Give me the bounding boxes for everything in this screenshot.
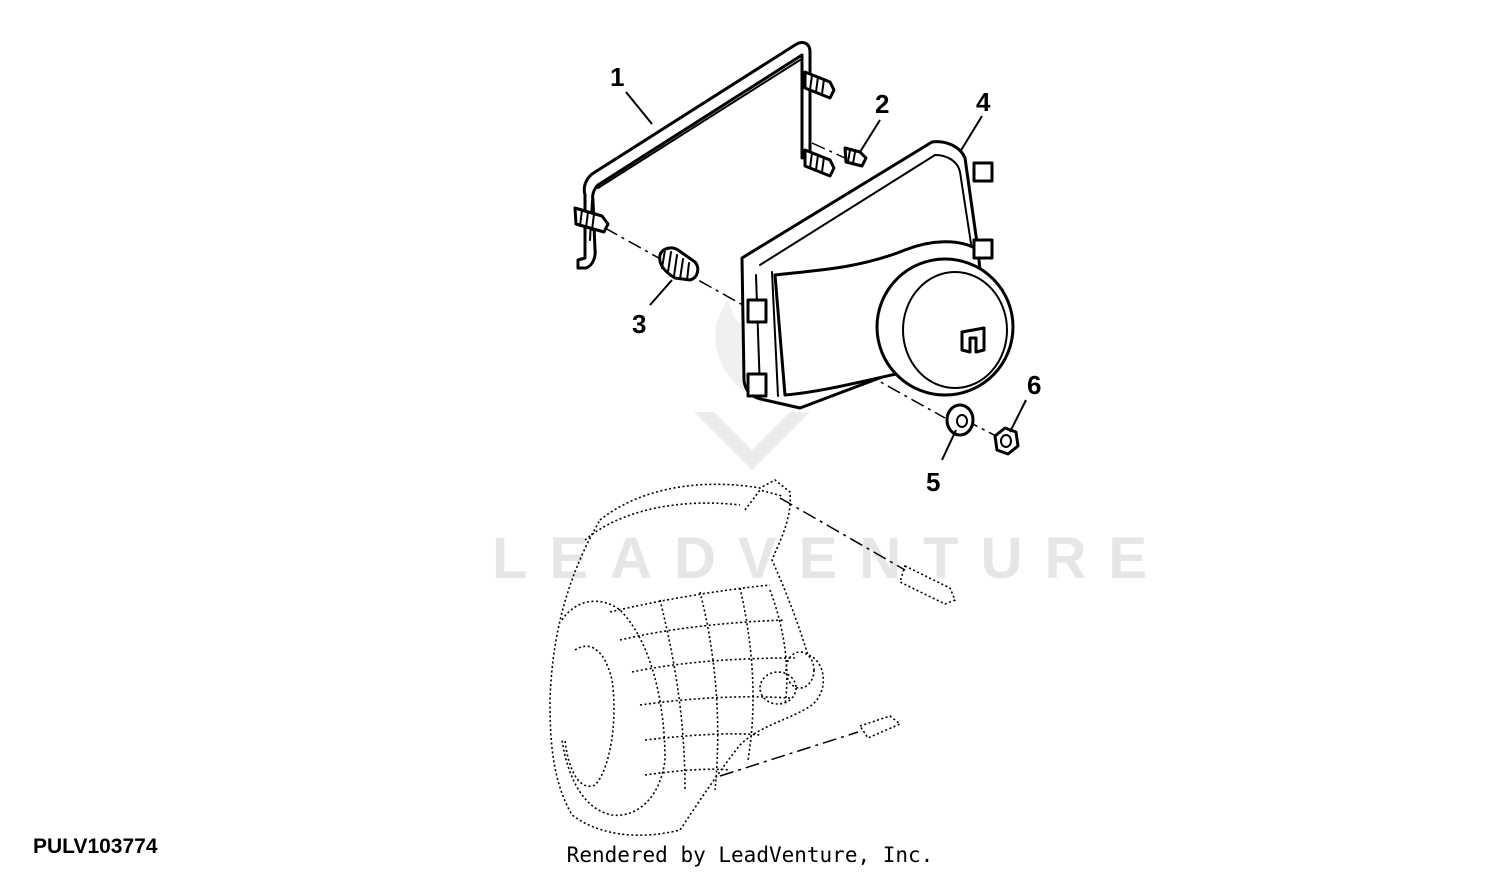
part-2-screw (843, 146, 868, 168)
hood-outline-ghost (549, 479, 825, 837)
callout-5: 5 (926, 467, 940, 497)
part-5-washer (945, 403, 975, 437)
bracket-studs (573, 70, 836, 234)
render-credit: Rendered by LeadVenture, Inc. (566, 843, 934, 867)
callout-3: 3 (632, 309, 646, 339)
callout-leaders (625, 91, 1027, 461)
part-4-headlight (740, 140, 1015, 410)
part-3-spring (658, 246, 700, 282)
callout-6: 6 (1027, 370, 1041, 400)
callout-1: 1 (610, 62, 624, 92)
drawing-id-label: PULV103774 (33, 835, 158, 858)
callout-4: 4 (976, 87, 991, 117)
watermark-text: LEADVENTURE (492, 526, 1169, 591)
part-6-nut (993, 426, 1020, 456)
leadventure-watermark: LEADVENTURE (492, 300, 1169, 591)
callout-2: 2 (875, 89, 889, 119)
mounting-bolt-ghost (858, 564, 957, 740)
